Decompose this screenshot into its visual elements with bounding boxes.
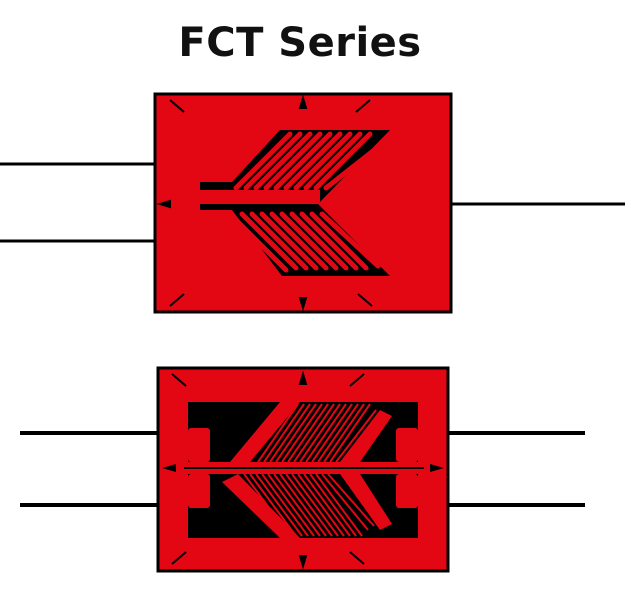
gauge-top-grid-lines-lower <box>219 211 381 275</box>
gauge-bottom <box>20 366 585 573</box>
gauge-bottom-carrier <box>156 366 450 573</box>
gauge-top <box>0 92 625 314</box>
gauge-bottom-center-axis <box>162 464 444 472</box>
gauge-top-grid-lines-upper <box>233 131 385 191</box>
gauge-bottom-grid-lines-lower <box>243 473 375 537</box>
gauge-top-alignment-marks <box>156 94 373 312</box>
gauge-bottom-alignment-marks <box>171 370 365 570</box>
gauge-bottom-grid-lines-upper <box>257 403 377 463</box>
diagram-title: FCT Series <box>178 20 422 66</box>
